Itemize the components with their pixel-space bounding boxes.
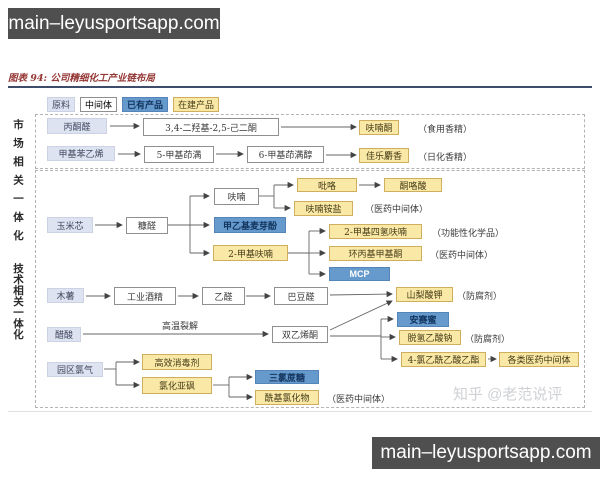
node-pyrrole: 吡咯	[297, 178, 357, 192]
section-label-market: 市场相关一体化	[12, 119, 24, 249]
node-disinfectant: 高效消毒剂	[142, 354, 212, 370]
node-furfural: 糠醛	[126, 217, 168, 234]
node-mcp: MCP	[329, 267, 390, 281]
edge-label-pyrolysis: 高温裂解	[162, 322, 199, 332]
node-potassium-sorbate: 山梨酸钾	[396, 287, 453, 302]
node-ketorolac: 酮咯酸	[384, 178, 442, 192]
node-pharma-intermediates: 各类医药中间体	[499, 352, 579, 367]
node-sodium-dehydroacetate: 脱氢乙酸钠	[399, 330, 461, 345]
site-credit-watermark: 知乎 @老范说评	[453, 386, 563, 403]
legend-intermediate: 中间体	[80, 97, 118, 112]
node-cassava: 木薯	[47, 288, 84, 303]
node-acetic-acid: 醋酸	[47, 327, 81, 342]
note-functional-chemicals: （功能性化学品）	[432, 229, 505, 239]
node-2-methyltetrahydrofuran: 2-甲基四氢呋喃	[329, 224, 422, 239]
note-preservative-1: （防腐剂）	[457, 292, 503, 302]
legend-existing-product: 已有产品	[122, 97, 169, 112]
node-cyclopropyl-methyl-ketone: 环丙基甲基酮	[329, 246, 422, 261]
node-corncob: 玉米芯	[47, 217, 93, 233]
node-methylindanol: 6-甲基茚满醇	[247, 146, 324, 163]
section-label-technology: 技术相关一体化	[12, 263, 24, 340]
watermark-bottom: main–leyusportsapp.com	[372, 437, 600, 469]
note-pharma-intermediate-3: （医药中间体）	[327, 395, 391, 405]
node-methylglyoxal: 丙酮醛	[47, 118, 107, 134]
section-market-frame	[35, 114, 585, 169]
node-industrial-alcohol: 工业酒精	[114, 287, 176, 305]
watermark-top: main–leyusportsapp.com	[8, 8, 220, 39]
node-methylstyrene: 甲基苯乙烯	[47, 146, 115, 161]
node-furan: 呋喃	[214, 188, 259, 205]
note-daily-fragrance: （日化香精）	[418, 153, 473, 163]
legend: 原料 中间体 已有产品 在建产品	[47, 97, 220, 112]
node-park-chlorine: 园区氯气	[47, 362, 103, 377]
title-divider	[8, 86, 592, 88]
section-technology-frame	[35, 170, 585, 408]
node-acetaldehyde: 乙醛	[202, 287, 245, 305]
node-ethyl-4-chloroacetoacetate: 4-氯乙酰乙酸乙酯	[401, 352, 486, 367]
node-methyl-ethyl-maltol: 甲乙基麦芽酚	[214, 217, 286, 233]
node-galaxolide: 佳乐麝香	[359, 148, 409, 163]
note-preservative-2: （防腐剂）	[465, 335, 511, 345]
figure-title: 图表 94: 公司精细化工产业链布局	[8, 73, 155, 84]
node-sucralose: 三氯蔗糖	[255, 370, 319, 384]
note-pharma-intermediate-2: （医药中间体）	[430, 251, 494, 261]
legend-under-construction: 在建产品	[173, 97, 220, 112]
bottom-divider	[8, 411, 592, 412]
legend-raw-material: 原料	[47, 97, 76, 112]
node-diketene: 双乙烯酮	[272, 326, 328, 343]
node-acesulfame: 安赛蜜	[397, 312, 449, 327]
note-pharma-intermediate-1: （医药中间体）	[365, 205, 429, 215]
note-food-flavor: （食用香精）	[418, 125, 473, 135]
node-crotonaldehyde: 巴豆醛	[274, 287, 328, 305]
node-dihydroxy-hexanedione: 3,4-二羟基-2,5-己二酮	[143, 118, 279, 136]
node-furanone: 呋喃酮	[359, 120, 399, 135]
node-thionyl-chloride: 氯化亚砜	[142, 377, 212, 394]
node-furan-ammonium-salt: 呋喃铵盐	[294, 201, 353, 216]
node-acyl-chloride: 酰基氯化物	[255, 390, 319, 405]
node-methylindane: 5-甲基茚满	[144, 146, 214, 163]
node-2-methylfuran: 2-甲基呋喃	[213, 245, 288, 261]
